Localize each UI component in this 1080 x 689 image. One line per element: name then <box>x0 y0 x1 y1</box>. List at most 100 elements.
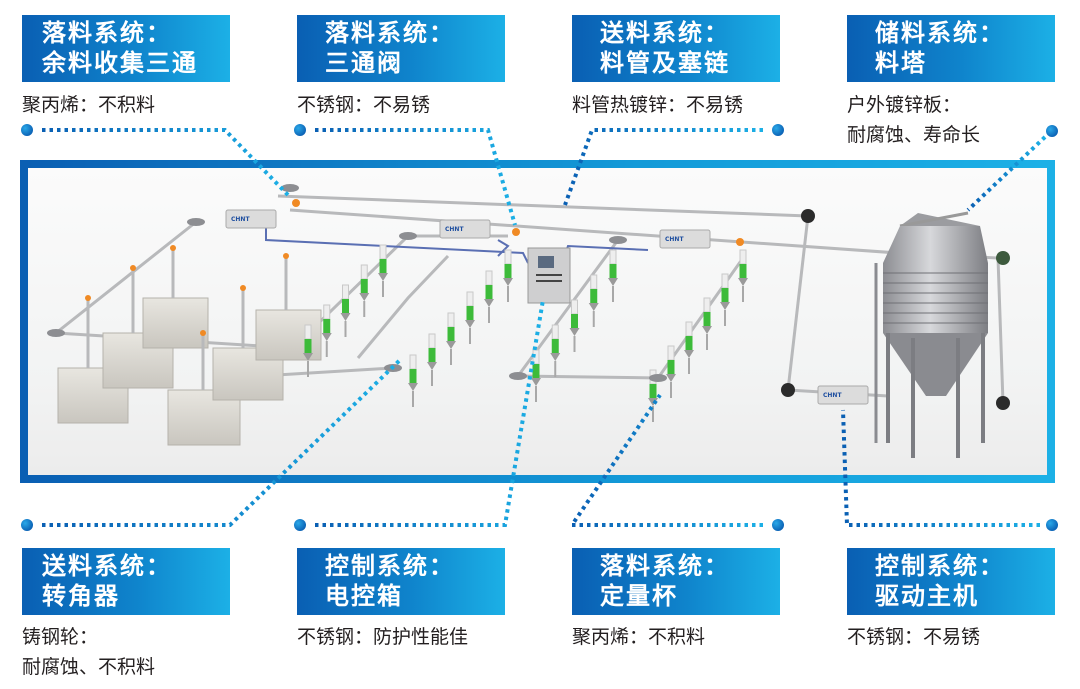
dosing-cup <box>702 297 712 350</box>
drive-unit: CHNT <box>659 229 711 249</box>
callout-desc-line: 耐腐蚀、寿命长 <box>847 124 981 146</box>
callout-component: 料塔 <box>875 49 927 77</box>
callout-desc-line: 不锈钢：防护性能佳 <box>297 626 469 648</box>
callout-desc-line: 户外镀锌板： <box>847 94 962 116</box>
callout-component: 转角器 <box>42 582 120 610</box>
corner-wheel <box>281 184 299 192</box>
callout-category: 送料系统： <box>42 552 172 580</box>
brand-label: CHNT <box>823 392 842 399</box>
dosing-cup <box>408 354 418 407</box>
dosing-cup <box>484 270 494 323</box>
callout-category: 储料系统： <box>875 19 1005 47</box>
corner-wheel <box>384 364 402 372</box>
connector-dot <box>294 519 306 531</box>
dosing-cup <box>531 349 541 402</box>
brand-label: CHNT <box>665 236 684 243</box>
callout-component: 余料收集三通 <box>42 49 198 77</box>
drive-units: CHNT CHNT CHNT CHNT <box>225 209 869 405</box>
dosing-cup <box>569 299 580 352</box>
feed-pipe <box>515 239 745 380</box>
brand-label: CHNT <box>445 226 464 233</box>
dosing-cup <box>588 274 599 327</box>
dosing-cup <box>340 284 351 337</box>
callout-desc-feed-silo: 户外镀锌板： 耐腐蚀、寿命长 <box>847 90 980 150</box>
callout-desc-residual-tee: 聚丙烯：不积料 <box>22 90 155 120</box>
corner-wheel <box>609 236 627 244</box>
dosing-cup <box>446 312 456 365</box>
callout-desc-feed-pipe-chain: 料管热镀锌：不易锈 <box>572 90 743 120</box>
feed-pipe <box>786 215 810 391</box>
corner-wheel <box>781 383 795 397</box>
control-cabinet <box>527 247 571 304</box>
corner-wheel <box>399 232 417 240</box>
connector-dot <box>21 519 33 531</box>
callout-desc-dosing-cup: 聚丙烯：不积料 <box>572 622 705 652</box>
connector-dot <box>1046 125 1058 137</box>
corner-wheel <box>509 372 527 380</box>
callout-category: 落料系统： <box>42 19 172 47</box>
callout-title-control-cabinet: 控制系统： 电控箱 <box>297 548 505 615</box>
callout-title-residual-tee: 落料系统： 余料收集三通 <box>22 15 230 82</box>
callout-title-three-way-valve: 落料系统： 三通阀 <box>297 15 505 82</box>
corner-wheel <box>996 396 1010 410</box>
callout-category: 控制系统： <box>325 552 455 580</box>
dosing-cup <box>503 249 513 302</box>
dosing-cup <box>427 333 437 386</box>
drive-unit: CHNT <box>817 385 869 405</box>
callout-component: 电控箱 <box>325 582 403 610</box>
callout-title-dosing-cup: 落料系统： 定量杯 <box>572 548 780 615</box>
sow-feeders <box>57 248 322 446</box>
callout-title-feed-silo: 储料系统： 料塔 <box>847 15 1055 82</box>
corner-wheel <box>47 329 65 337</box>
dosing-cup <box>465 291 475 344</box>
corner-wheel <box>187 218 205 226</box>
corner-wheel <box>996 251 1010 265</box>
callout-title-feed-pipe-chain: 送料系统： 料管及塞链 <box>572 15 780 82</box>
callout-desc-line: 耐腐蚀、不积料 <box>22 656 156 678</box>
connector-dot <box>294 124 306 136</box>
callout-component: 驱动主机 <box>875 582 979 610</box>
callout-title-corner-wheel: 送料系统： 转角器 <box>22 548 230 615</box>
callout-desc-drive-unit: 不锈钢：不易锈 <box>847 622 980 652</box>
feeding-system-illustration: CHNT CHNT CHNT CHNT <box>47 184 1010 458</box>
dosing-cup <box>666 345 676 398</box>
feed-silo <box>874 211 988 458</box>
callout-component: 三通阀 <box>325 49 403 77</box>
connector-dot <box>772 124 784 136</box>
connector-dot <box>1046 519 1058 531</box>
dosing-cup <box>378 244 388 297</box>
drive-unit: CHNT <box>439 219 491 239</box>
callout-category: 落料系统： <box>325 19 455 47</box>
callout-title-drive-unit: 控制系统： 驱动主机 <box>847 548 1055 615</box>
dosing-cup <box>608 249 618 302</box>
corner-wheel <box>649 374 667 382</box>
callout-category: 控制系统： <box>875 552 1005 580</box>
dosing-cup <box>359 264 370 317</box>
callout-desc-three-way-valve: 不锈钢：不易锈 <box>297 90 430 120</box>
callout-desc-line: 铸钢轮： <box>22 626 99 648</box>
three-way-valves <box>85 199 744 336</box>
feed-pipe <box>52 220 410 350</box>
callout-desc-line: 料管热镀锌：不易锈 <box>572 94 744 116</box>
sow-feeder <box>142 248 209 349</box>
callout-desc-line: 不锈钢：不易锈 <box>847 626 981 648</box>
callout-desc-line: 聚丙烯：不积料 <box>22 94 156 116</box>
dosing-cup <box>720 273 730 326</box>
callout-category: 落料系统： <box>600 552 730 580</box>
connector-dot <box>21 124 33 136</box>
drive-unit: CHNT <box>225 209 277 229</box>
brand-label: CHNT <box>231 216 250 223</box>
callout-component: 定量杯 <box>600 582 678 610</box>
feed-pipe <box>277 194 809 218</box>
connector-dot <box>772 519 784 531</box>
dosing-cup <box>303 324 313 377</box>
callout-desc-line: 聚丙烯：不积料 <box>572 626 706 648</box>
corner-wheel <box>801 209 815 223</box>
callout-component: 料管及塞链 <box>600 49 730 77</box>
callout-desc-control-cabinet: 不锈钢：防护性能佳 <box>297 622 468 652</box>
dosing-cup <box>684 321 694 374</box>
dosing-cup <box>550 324 561 377</box>
callout-desc-line: 不锈钢：不易锈 <box>297 94 431 116</box>
dosing-cup <box>321 304 332 357</box>
callout-category: 送料系统： <box>600 19 730 47</box>
